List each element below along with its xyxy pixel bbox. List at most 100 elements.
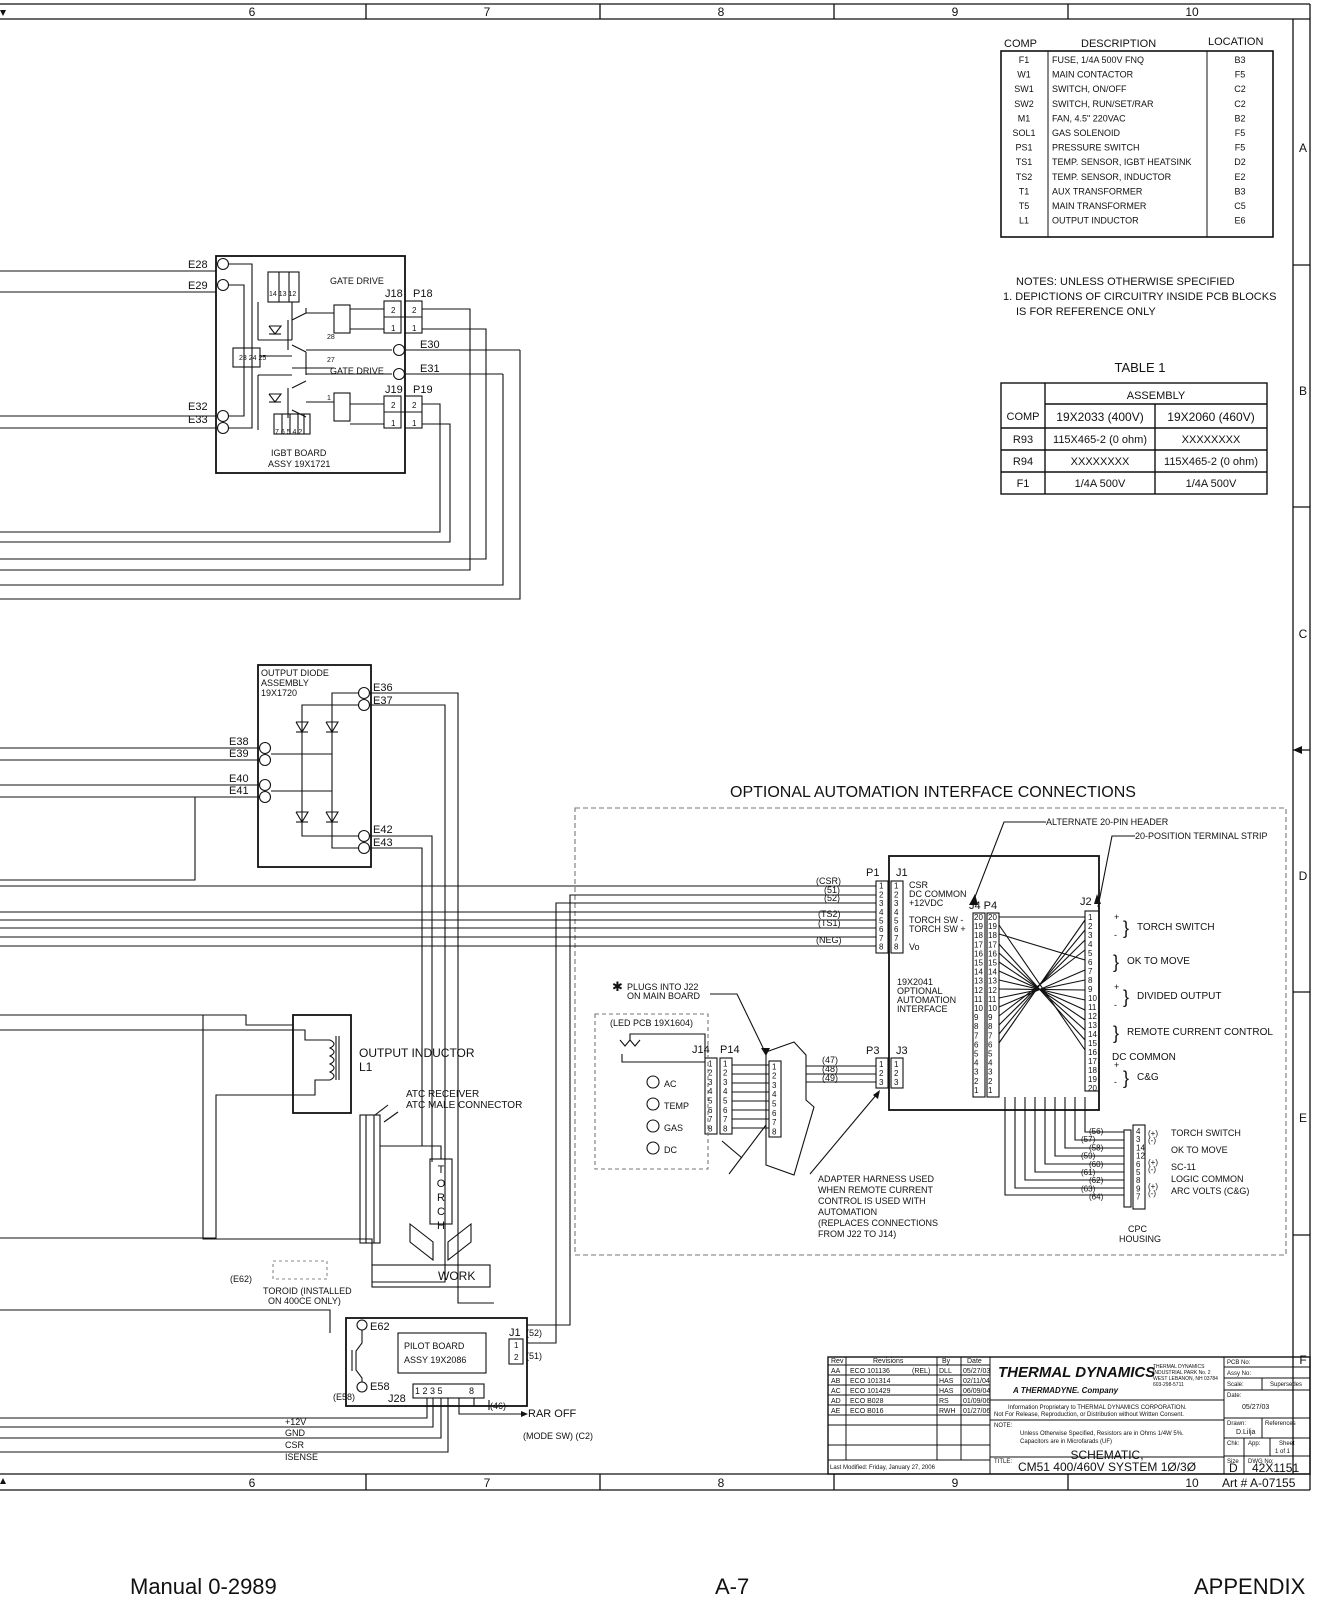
gate-drive-label: GATE DRIVE — [330, 276, 384, 286]
pin-number: 1 — [1088, 913, 1093, 922]
igbt-board-assy: ASSY 19X1721 — [268, 459, 330, 469]
svg-text:}: } — [1113, 952, 1119, 972]
adapter-note: (REPLACES CONNECTIONS — [818, 1218, 938, 1228]
pin-number: 11 — [1088, 1003, 1097, 1012]
pin-number: 3 — [879, 1078, 884, 1087]
pin-number: 3 — [988, 1068, 993, 1077]
table-1-header: 19X2060 (460V) — [1167, 410, 1254, 424]
pin-number: 2 — [894, 890, 899, 899]
pilot-signal: ISENSE — [285, 1452, 318, 1462]
pin-number: 12 — [1088, 1012, 1097, 1021]
svg-text:-: - — [1114, 1000, 1117, 1010]
pin-number: 13 — [974, 977, 983, 986]
desc-header: DESCRIPTION — [1081, 38, 1156, 50]
group-label: TORCH SWITCH — [1137, 922, 1215, 933]
svg-text:2: 2 — [391, 306, 396, 315]
cpc-wire-label: (56) — [1089, 1127, 1104, 1136]
field-label: DWG No: — [1248, 1459, 1274, 1465]
pilot-signal: CSR — [285, 1440, 305, 1450]
adapter-note: AUTOMATION — [818, 1207, 877, 1217]
pin-number: 3 — [1088, 931, 1093, 940]
cpc-label: HOUSING — [1119, 1234, 1161, 1244]
pin-number: 8 — [772, 1127, 777, 1136]
cpc-wire-label: (60) — [1089, 1160, 1104, 1169]
svg-text:2: 2 — [412, 401, 417, 410]
wire-label: (CSR) — [816, 876, 841, 886]
field-label: Size — [1227, 1459, 1239, 1465]
rev-cell: 05/27/03 — [963, 1368, 990, 1375]
desc-cell: TEMP. SENSOR, IGBT HEATSINK — [1052, 157, 1192, 167]
location-cell: C5 — [1234, 201, 1246, 211]
svg-text:1: 1 — [514, 1341, 519, 1350]
j1-signal: TORCH SW + — [909, 924, 966, 934]
footer-manual: Manual 0-2989 — [130, 1574, 277, 1599]
pin-number: 4 — [894, 908, 899, 917]
location-cell: F5 — [1235, 70, 1246, 80]
terminal-label: E39 — [229, 748, 249, 760]
pin-number: 6 — [1088, 958, 1093, 967]
pin-number: 3 — [708, 1078, 713, 1087]
drawn-by: D.Lilja — [1236, 1429, 1256, 1436]
svg-text:}: } — [1123, 1068, 1129, 1088]
rev-header: Date — [967, 1358, 982, 1365]
terminal-label: E41 — [229, 785, 249, 797]
j1-signal: +12VDC — [909, 898, 944, 908]
comp-cell: M1 — [1018, 113, 1031, 123]
field-label: PCB No: — [1227, 1360, 1251, 1366]
footer-section: APPENDIX — [1194, 1574, 1306, 1599]
output-diode-assembly — [0, 664, 494, 1304]
cpc-wire-label: (61) — [1081, 1168, 1096, 1177]
pin-number: 12 — [974, 986, 983, 995]
pin-number: 8 — [988, 1022, 993, 1031]
comp-cell: T5 — [1019, 201, 1030, 211]
pin-number: 19 — [974, 922, 983, 931]
drawing-title-2: CM51 400/460V SYSTEM 1Ø/3Ø — [1018, 1460, 1196, 1474]
pin-number: 16 — [988, 949, 997, 958]
location-header: LOCATION — [1208, 36, 1263, 48]
pin-number: 6 — [879, 925, 884, 934]
proprietary: Information Proprietary to THERMAL DYNAM… — [1008, 1405, 1187, 1411]
pin-number: 10 — [974, 1004, 983, 1013]
pin-number: 2 — [723, 1069, 728, 1078]
field-label: Chk: — [1227, 1441, 1240, 1447]
column-label: 10 — [1185, 1476, 1199, 1490]
led-label: GAS — [664, 1123, 683, 1133]
plugs-note: PLUGS INTO J22 — [627, 982, 698, 992]
rev-cell: AB — [831, 1378, 841, 1385]
rev-cell: 01/09/06 — [963, 1398, 990, 1405]
cpc-group: LOGIC COMMON — [1171, 1174, 1244, 1184]
cpc-wire-label: (63) — [1081, 1184, 1096, 1193]
pin-number: 6 — [974, 1040, 979, 1049]
pin-number: 2 — [879, 890, 884, 899]
address: INDUSTRIAL PARK No. 2 — [1153, 1370, 1211, 1376]
note-label: NOTE: — [994, 1423, 1013, 1429]
row-label: A — [1299, 141, 1307, 155]
location-cell: E2 — [1234, 172, 1245, 182]
table-1-header: COMP — [1007, 411, 1040, 423]
pin-number: 4 — [879, 908, 884, 917]
svg-text:2: 2 — [514, 1353, 519, 1362]
connector-label: P18 — [413, 288, 433, 300]
cpc-pin: 3 — [1136, 1135, 1141, 1144]
diode-name: 19X1720 — [261, 688, 297, 698]
adapter-note: ADAPTER HARNESS USED — [818, 1174, 935, 1184]
desc-cell: TEMP. SENSOR, INDUCTOR — [1052, 172, 1172, 182]
connector-label: J18 — [385, 288, 403, 300]
terminal-ref: (E58) — [333, 1392, 355, 1402]
subbrand: A THERMADYNE. Company — [1012, 1386, 1119, 1395]
pin-number: 14 — [1088, 1030, 1097, 1039]
comp-cell: PS1 — [1015, 143, 1032, 153]
inductor-label: OUTPUT INDUCTOR — [359, 1046, 475, 1060]
cpc-label: CPC — [1128, 1224, 1148, 1234]
pin-number: 2 — [1088, 922, 1093, 931]
pin-number: 8 — [708, 1124, 713, 1133]
footer-page: A-7 — [715, 1574, 750, 1599]
toroid-ref: (E62) — [230, 1274, 252, 1284]
pin-number: 5 — [772, 1100, 777, 1109]
table-1-title: TABLE 1 — [1114, 360, 1165, 375]
wire-label: (47) — [822, 1055, 838, 1065]
row-label: E — [1299, 1111, 1307, 1125]
pin-number: 7 — [772, 1118, 777, 1127]
column-label: 6 — [249, 5, 256, 19]
automation-interface — [0, 807, 1287, 1344]
